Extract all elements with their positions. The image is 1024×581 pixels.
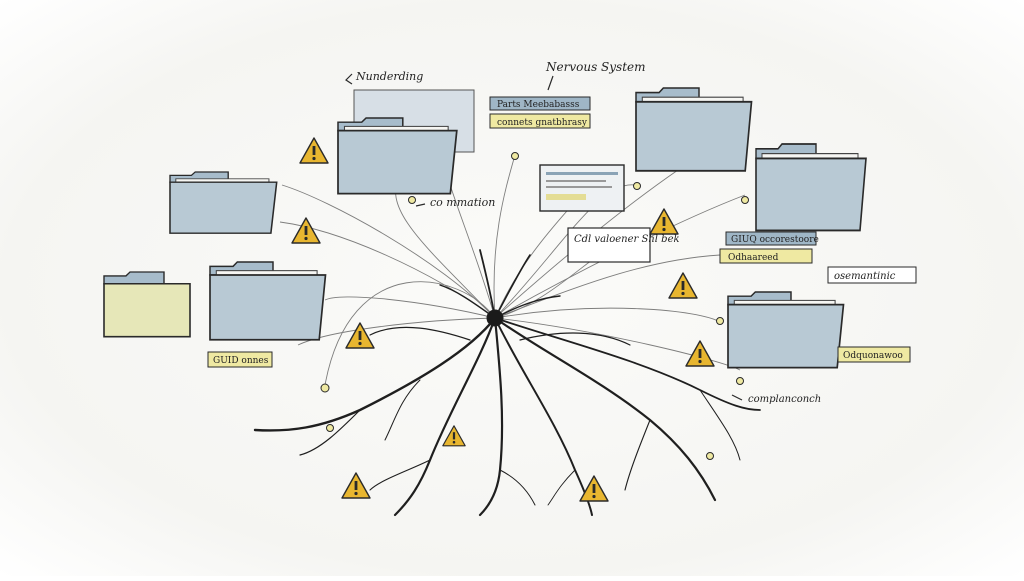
folder-icon	[727, 291, 845, 369]
tag-top-blue: Parts Meebabasss	[489, 96, 591, 111]
folder-icon	[337, 117, 458, 195]
center-note-line: Cdl valoener Shl bek	[574, 234, 680, 245]
top-left-label: Nunderding	[355, 70, 423, 83]
connection-label: co mmation	[430, 196, 495, 209]
right-mid-box: osemantinic	[827, 266, 917, 284]
document-icon	[539, 164, 625, 212]
right-mid-label: osemantinic	[834, 271, 896, 282]
tag-right-low: Odquonawoo	[837, 346, 911, 363]
folder-icon	[169, 171, 278, 234]
tag-left-low: GUID onnes	[207, 351, 273, 368]
tag-right-blue: GIUQ occorestoore	[725, 231, 819, 246]
warning-icon	[442, 425, 466, 447]
warning-icon	[649, 208, 679, 235]
warning-icon	[291, 217, 321, 244]
folder-icon	[103, 271, 191, 338]
folder-icon	[209, 261, 327, 341]
bottom-right-label: complanconch	[748, 394, 821, 405]
tag-top-blue-label: Parts Meebabasss	[497, 100, 580, 110]
connection-nodes	[320, 152, 749, 460]
folder-icon	[755, 143, 867, 232]
tag-right-yellow: Odhaareed	[719, 248, 813, 264]
tag-right-yellow-label: Odhaareed	[728, 253, 779, 263]
warning-icon	[579, 475, 609, 502]
center-note-label: Cdl valoener Shl bek	[574, 234, 680, 245]
folder-icon	[635, 87, 753, 172]
tag-top-yellow: connets gnatbhrasy	[489, 113, 591, 129]
tag-right-blue-label: GIUQ occorestoore	[731, 235, 819, 245]
arrow-marks	[345, 73, 743, 401]
warning-icon	[685, 340, 715, 367]
tag-left-low-label: GUID onnes	[213, 356, 269, 366]
warning-icon	[299, 137, 329, 164]
tag-top-yellow-label: connets gnatbhrasy	[497, 118, 588, 128]
warning-icon	[668, 272, 698, 299]
tag-right-low-label: Odquonawoo	[843, 351, 903, 361]
warning-icon	[341, 472, 371, 499]
diagram-title: Nervous System	[545, 60, 646, 74]
center-note-box: Cdl valoener Shl bek	[567, 227, 680, 263]
neuron-icon	[253, 249, 761, 517]
